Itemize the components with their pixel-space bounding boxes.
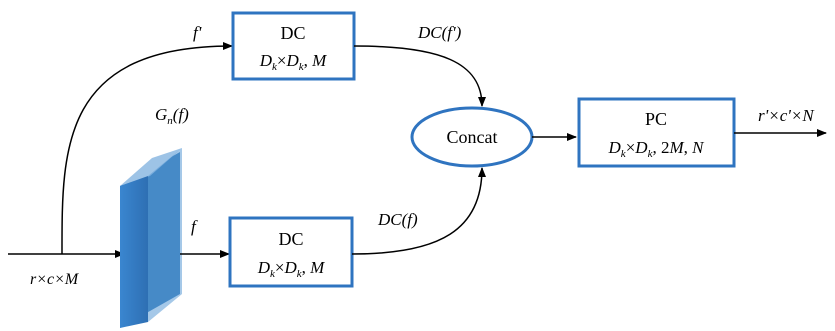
dc-top-output-label: DC(f') <box>417 23 462 42</box>
pc-params: Dk×Dk, 2M, N <box>608 138 706 160</box>
dc-top-to-concat <box>353 45 486 107</box>
dc-bottom-box: DC Dk×Dk, M <box>228 216 354 288</box>
lower-feature-label: f <box>191 217 198 236</box>
output-label: r'×c'×N <box>758 106 815 125</box>
dc-bottom-params: Dk×Dk, M <box>257 258 325 280</box>
dc-top-params: Dk×Dk, M <box>259 51 327 73</box>
feature-block <box>120 148 182 328</box>
dc-bottom-to-concat <box>351 167 486 255</box>
concat-label: Concat <box>447 127 498 147</box>
dc-top-box: DC Dk×Dk, M <box>231 11 356 81</box>
dc-top-title: DC <box>280 23 305 43</box>
upper-branch-curve <box>61 42 233 255</box>
pc-title: PC <box>645 109 667 129</box>
dc-bottom-title: DC <box>278 229 303 249</box>
input-label: r×c×M <box>30 271 80 288</box>
group-conv-label: Gn(f) <box>155 105 189 127</box>
concat-node: Concat <box>410 106 534 168</box>
pc-box: PC Dk×Dk, 2M, N <box>577 97 736 168</box>
dc-bottom-output-label: DC(f) <box>377 210 418 229</box>
upper-feature-label: f' <box>193 23 202 42</box>
